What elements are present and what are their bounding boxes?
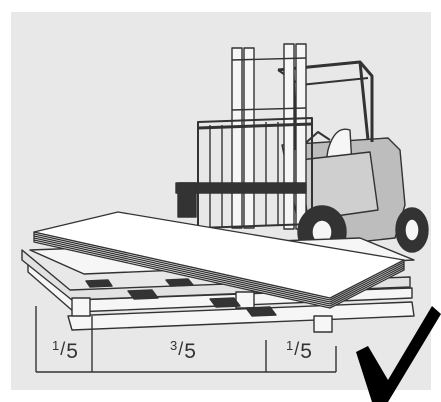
fraction-label-right: 1/5 xyxy=(286,338,312,363)
fraction-denominator: 5 xyxy=(66,340,78,363)
fraction-label-middle: 3/5 xyxy=(170,338,196,363)
fraction-slash: / xyxy=(294,339,300,359)
fraction-slash: / xyxy=(178,339,184,359)
fraction-denominator: 5 xyxy=(300,340,312,363)
fraction-label-left: 1/5 xyxy=(52,338,78,363)
fraction-numerator: 1 xyxy=(52,338,60,353)
fraction-denominator: 5 xyxy=(184,340,196,363)
fraction-numerator: 1 xyxy=(286,338,294,353)
span-markers xyxy=(35,306,337,373)
fraction-numerator: 3 xyxy=(170,338,178,353)
sheet-stack-illustration xyxy=(33,211,405,309)
checkmark-icon xyxy=(356,306,441,402)
fraction-slash: / xyxy=(60,339,66,359)
forklift-illustration xyxy=(175,43,429,259)
